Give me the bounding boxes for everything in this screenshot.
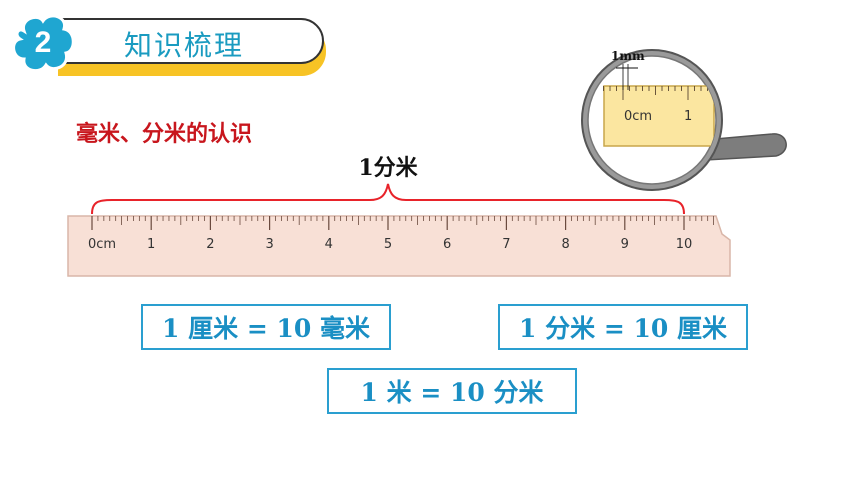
ruler: 0cm 1 2 3 4 5 6 7 8 9 10 [67,215,731,277]
ruler-ticks [91,216,714,230]
mag-one-label: 1 [684,109,692,124]
magnifier-handle [703,133,787,161]
ruler-tick-label: 7 [502,237,510,252]
section-header: 2 知识梳理 [0,0,340,90]
ruler-body [67,215,731,277]
magnifier-illustration: 1mm 0cm 1 [581,49,787,191]
badge-number: 2 [34,26,52,59]
ruler-tick-label: 10 [676,237,693,252]
page-title: 知识梳理 [124,29,245,62]
decimeter-brace [91,183,685,215]
ruler-labels: 1 2 3 4 5 6 7 8 9 10 [147,237,692,252]
equation-m-dm: 1 米 = 10 分米 [327,368,577,414]
ruler-tick-label: 5 [384,237,392,252]
header-bar [52,18,324,64]
badge-cloud-icon [12,14,75,73]
mm-label: 1mm [611,49,645,63]
magnified-ruler [603,85,715,147]
equation-dm-cm: 1 分米 = 10 厘米 [498,304,748,350]
ruler-tick-label: 1 [147,237,155,252]
ruler-zero-label: 0cm [88,237,116,252]
section-title: 毫米、分米的认识 [76,122,253,147]
ruler-tick-label: 4 [325,237,333,252]
mag-zero-label: 0cm [624,109,652,124]
ruler-tick-label: 3 [265,237,273,252]
ruler-tick-label: 9 [621,237,629,252]
ruler-tick-label: 8 [561,237,569,252]
brace-label: 1分米 [358,155,418,181]
ruler-tick-label: 6 [443,237,451,252]
ruler-tick-label: 2 [206,237,214,252]
equation-cm-mm: 1 厘米 = 10 毫米 [141,304,391,350]
